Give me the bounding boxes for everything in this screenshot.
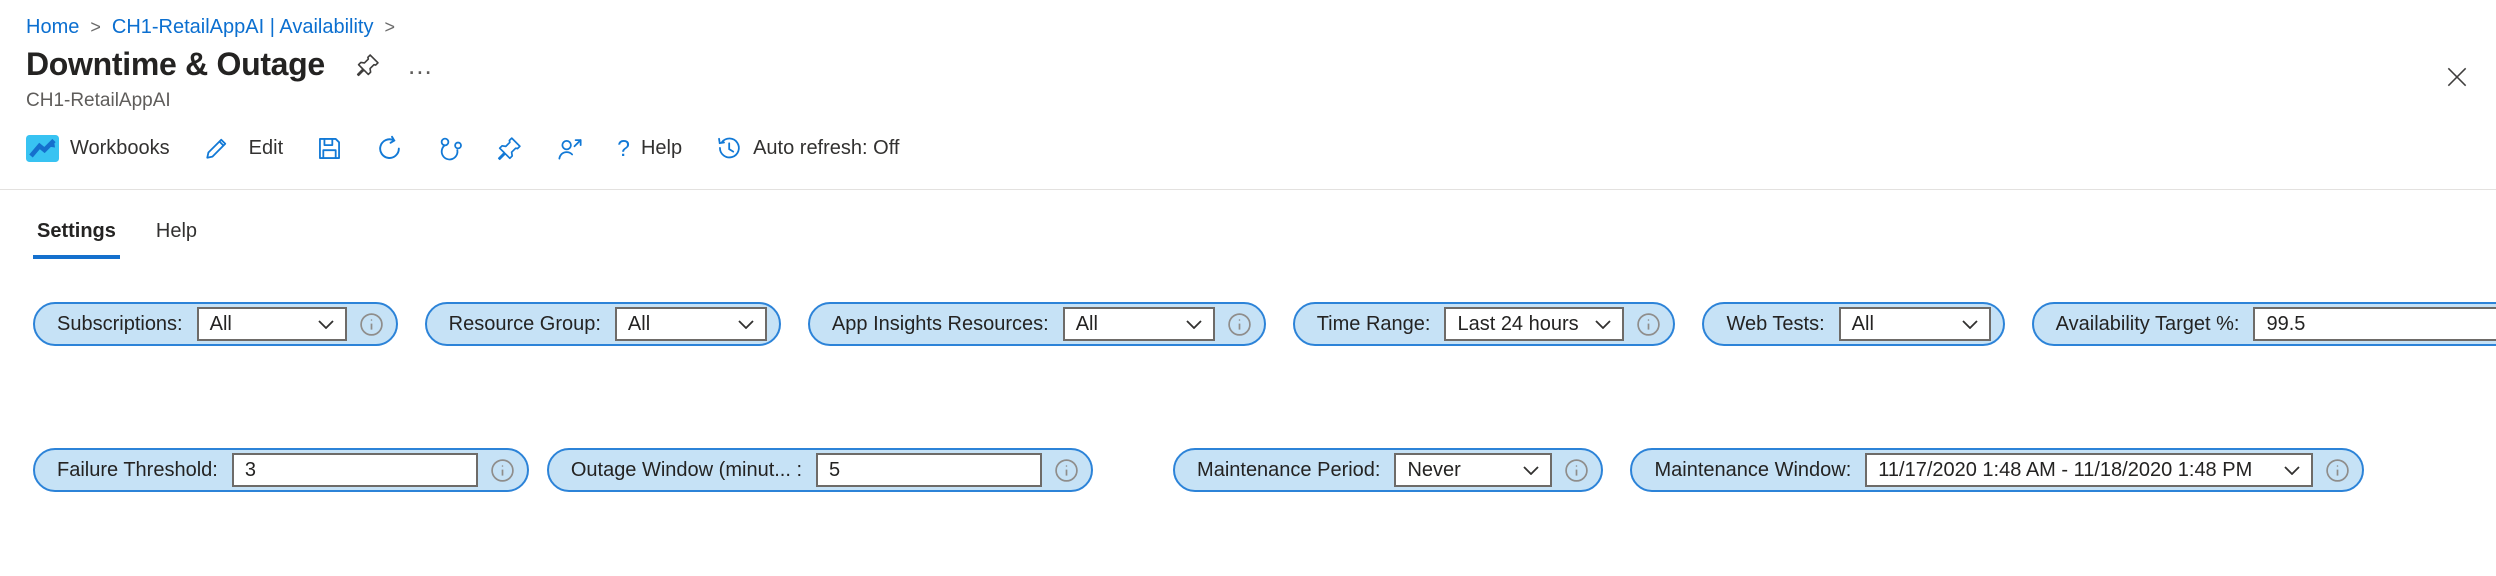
edit-button[interactable] — [203, 135, 230, 162]
edit-label: Edit — [248, 136, 284, 159]
param-pill-failure-threshold: Failure Threshold: 3 — [33, 448, 529, 492]
param-pill-app-insights-resources: App Insights Resources: All — [807, 302, 1266, 346]
subscriptions-value: All — [209, 312, 232, 335]
web-tests-label: Web Tests: — [1726, 312, 1825, 335]
outage-window-label: Outage Window (minut... : — [570, 458, 803, 481]
availability-target-label: Availability Target %: — [2055, 312, 2240, 335]
info-icon[interactable] — [1227, 312, 1252, 337]
info-icon[interactable] — [1564, 458, 1589, 483]
breadcrumb-separator: > — [384, 17, 396, 37]
workbooks-gallery-button[interactable]: Workbooks — [26, 134, 170, 162]
outage-window-value: 5 — [829, 458, 841, 481]
chevron-down-icon — [1595, 319, 1612, 329]
availability-target-value: 99.5 — [2266, 312, 2306, 335]
info-icon[interactable] — [359, 312, 384, 337]
time-range-dropdown[interactable]: Last 24 hours — [1444, 307, 1625, 341]
page-subtitle: CH1-RetailAppAI — [26, 90, 171, 111]
chevron-down-icon — [1962, 319, 1978, 329]
close-button[interactable] — [2440, 60, 2474, 94]
workbooks-logo-icon — [26, 134, 59, 162]
availability-target-input[interactable]: 99.5 — [2253, 307, 2496, 341]
chevron-down-icon — [317, 319, 334, 329]
app-insights-resources-value: All — [1075, 312, 1098, 335]
info-icon[interactable] — [1636, 312, 1661, 337]
time-range-value: Last 24 hours — [1457, 312, 1579, 335]
person-link-icon — [558, 138, 582, 159]
share-button[interactable] — [436, 135, 463, 162]
edit-pencil-icon — [206, 138, 226, 159]
time-range-label: Time Range: — [1316, 312, 1431, 335]
param-pill-outage-window: Outage Window (minut... : 5 — [546, 448, 1094, 492]
auto-refresh-label: Auto refresh: Off — [753, 136, 900, 159]
info-icon[interactable] — [2325, 458, 2350, 483]
maintenance-period-dropdown[interactable]: Never — [1394, 453, 1553, 487]
save-icon — [319, 137, 341, 159]
param-pill-maintenance-window: Maintenance Window: 11/17/2020 1:48 AM -… — [1630, 448, 2365, 492]
info-icon[interactable] — [1054, 458, 1079, 483]
param-pill-time-range: Time Range: Last 24 hours — [1292, 302, 1676, 346]
pin-icon — [356, 53, 379, 76]
maintenance-window-dropdown[interactable]: 11/17/2020 1:48 AM - 11/18/2020 1:48 PM — [1865, 453, 2314, 487]
close-icon — [2447, 67, 2467, 87]
app-insights-resources-label: App Insights Resources: — [831, 312, 1049, 335]
maintenance-window-label: Maintenance Window: — [1654, 458, 1852, 481]
maintenance-window-value: 11/17/2020 1:48 AM - 11/18/2020 1:48 PM — [1878, 458, 2253, 481]
failure-threshold-value: 3 — [244, 458, 256, 481]
breadcrumb-separator: > — [90, 17, 101, 37]
param-pill-web-tests: Web Tests: All — [1702, 302, 2005, 346]
resource-group-value: All — [627, 312, 651, 335]
subscriptions-label: Subscriptions: — [57, 312, 183, 335]
info-icon[interactable] — [490, 458, 515, 483]
more-options-button[interactable]: … — [406, 49, 435, 80]
edit-button-label[interactable]: Edit — [249, 137, 283, 160]
tab-help[interactable]: Help — [155, 220, 198, 242]
help-label: Help — [640, 136, 683, 159]
param-pill-resource-group: Resource Group: All — [424, 302, 781, 346]
param-pill-maintenance-period: Maintenance Period: Never — [1173, 448, 1604, 492]
maintenance-period-label: Maintenance Period: — [1197, 458, 1381, 481]
pin-icon — [498, 136, 521, 160]
breadcrumb: Home > CH1-RetailAppAI | Availability > — [26, 16, 406, 39]
failure-threshold-input[interactable]: 3 — [231, 453, 478, 487]
command-bar: Workbooks Edit — [26, 130, 932, 166]
page-header: Downtime & Outage … — [26, 46, 435, 83]
refresh-icon — [379, 135, 400, 159]
chevron-down-icon — [1186, 319, 1202, 329]
refresh-button[interactable] — [376, 135, 403, 162]
parameter-row-1: Subscriptions: All Resource Group: All A… — [33, 302, 2496, 346]
maintenance-period-value: Never — [1407, 458, 1461, 481]
chevron-down-icon — [1523, 465, 1540, 475]
share-icon — [440, 137, 463, 160]
tab-bar: Settings Help — [33, 220, 233, 259]
breadcrumb-resource-link[interactable]: CH1-RetailAppAI | Availability — [111, 16, 374, 38]
chevron-down-icon — [738, 319, 754, 329]
pin-button[interactable] — [496, 135, 523, 162]
help-button[interactable]: ? Help — [617, 135, 682, 162]
workbooks-label: Workbooks — [70, 136, 170, 159]
help-icon: ? — [617, 134, 630, 161]
resource-group-dropdown[interactable]: All — [614, 307, 767, 341]
toolbar-divider — [0, 189, 2496, 190]
tab-settings[interactable]: Settings — [33, 220, 120, 259]
web-tests-dropdown[interactable]: All — [1838, 307, 1991, 341]
web-tests-value: All — [1851, 312, 1874, 335]
auto-refresh-clock-icon — [718, 137, 740, 158]
chevron-down-icon — [2284, 465, 2300, 475]
outage-window-input[interactable]: 5 — [816, 453, 1043, 487]
page-title: Downtime & Outage — [26, 46, 325, 82]
failure-threshold-label: Failure Threshold: — [57, 458, 218, 481]
param-pill-availability-target: Availability Target %: 99.5 — [2031, 302, 2496, 346]
breadcrumb-home-link[interactable]: Home — [26, 16, 80, 38]
pin-to-dashboard-button[interactable] — [355, 52, 381, 78]
subscriptions-dropdown[interactable]: All — [196, 307, 347, 341]
parameter-row-2: Failure Threshold: 3 Outage Window (minu… — [33, 448, 2391, 492]
resource-group-label: Resource Group: — [448, 312, 601, 335]
save-button[interactable] — [316, 135, 343, 162]
auto-refresh-button[interactable]: Auto refresh: Off — [715, 135, 899, 162]
share-report-button[interactable] — [556, 135, 584, 162]
param-pill-subscriptions: Subscriptions: All — [33, 302, 398, 346]
app-insights-resources-dropdown[interactable]: All — [1062, 307, 1215, 341]
